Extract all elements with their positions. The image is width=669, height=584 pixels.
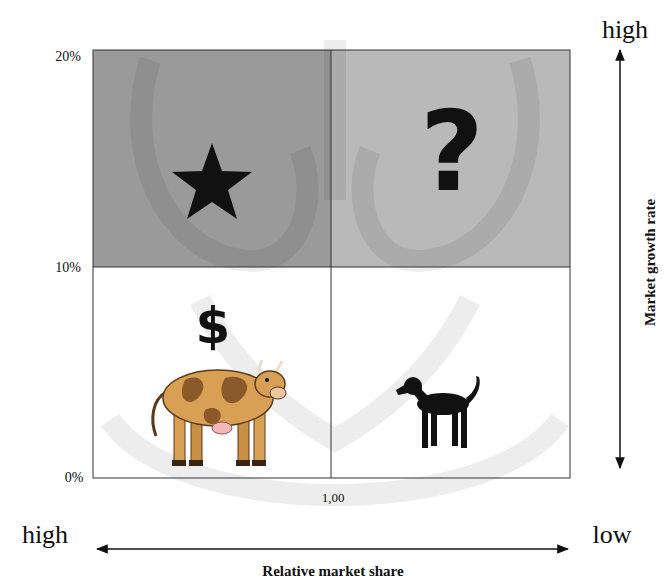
watermark-curve [363, 60, 529, 261]
axis-end-label: high [602, 17, 648, 43]
question-symbol: ? [420, 97, 484, 207]
axis-title: Market growth rate [644, 198, 659, 325]
axis-end-label: low [593, 522, 632, 548]
cow-udder [212, 422, 232, 434]
cow-illustration [153, 360, 286, 466]
growth-axis-arrow [619, 50, 621, 468]
dog-leg [431, 408, 437, 446]
axis-tick-label: 1,00 [322, 491, 345, 504]
watermark-curve [141, 60, 307, 261]
matrix-border [93, 50, 570, 478]
cow-hoof [172, 460, 186, 466]
dog-snout [396, 384, 408, 395]
cow-patch [204, 408, 221, 424]
axis-tick-label: 0% [65, 471, 84, 485]
dog-leg [461, 406, 467, 448]
cow-eye [265, 378, 269, 382]
star-quadrant [93, 50, 331, 267]
star-symbol [172, 143, 252, 219]
dog-leg [422, 408, 428, 448]
matrix-divider [93, 267, 570, 268]
dog-silhouette [396, 376, 480, 448]
cow-horn [258, 360, 282, 372]
axis-tick-label: 10% [55, 261, 81, 275]
axis-end-label: high [22, 522, 68, 548]
dog-leg [452, 408, 458, 446]
dollar-symbol: $ [196, 301, 231, 351]
cow-muzzle [270, 387, 286, 399]
dog-ear [416, 380, 422, 396]
axis-tick-label: 20% [55, 50, 81, 64]
watermark-curve [324, 40, 346, 200]
cow-hoof [236, 460, 250, 466]
cow-hoof [189, 460, 203, 466]
axis-title: Relative market share [262, 564, 403, 579]
cow-patch [221, 377, 247, 404]
question-quadrant [331, 50, 570, 267]
matrix-divider [331, 50, 332, 478]
cow-hoof [252, 460, 266, 466]
share-axis-arrow [97, 548, 568, 550]
dog-tail [466, 376, 480, 404]
cow-patch [182, 378, 203, 402]
